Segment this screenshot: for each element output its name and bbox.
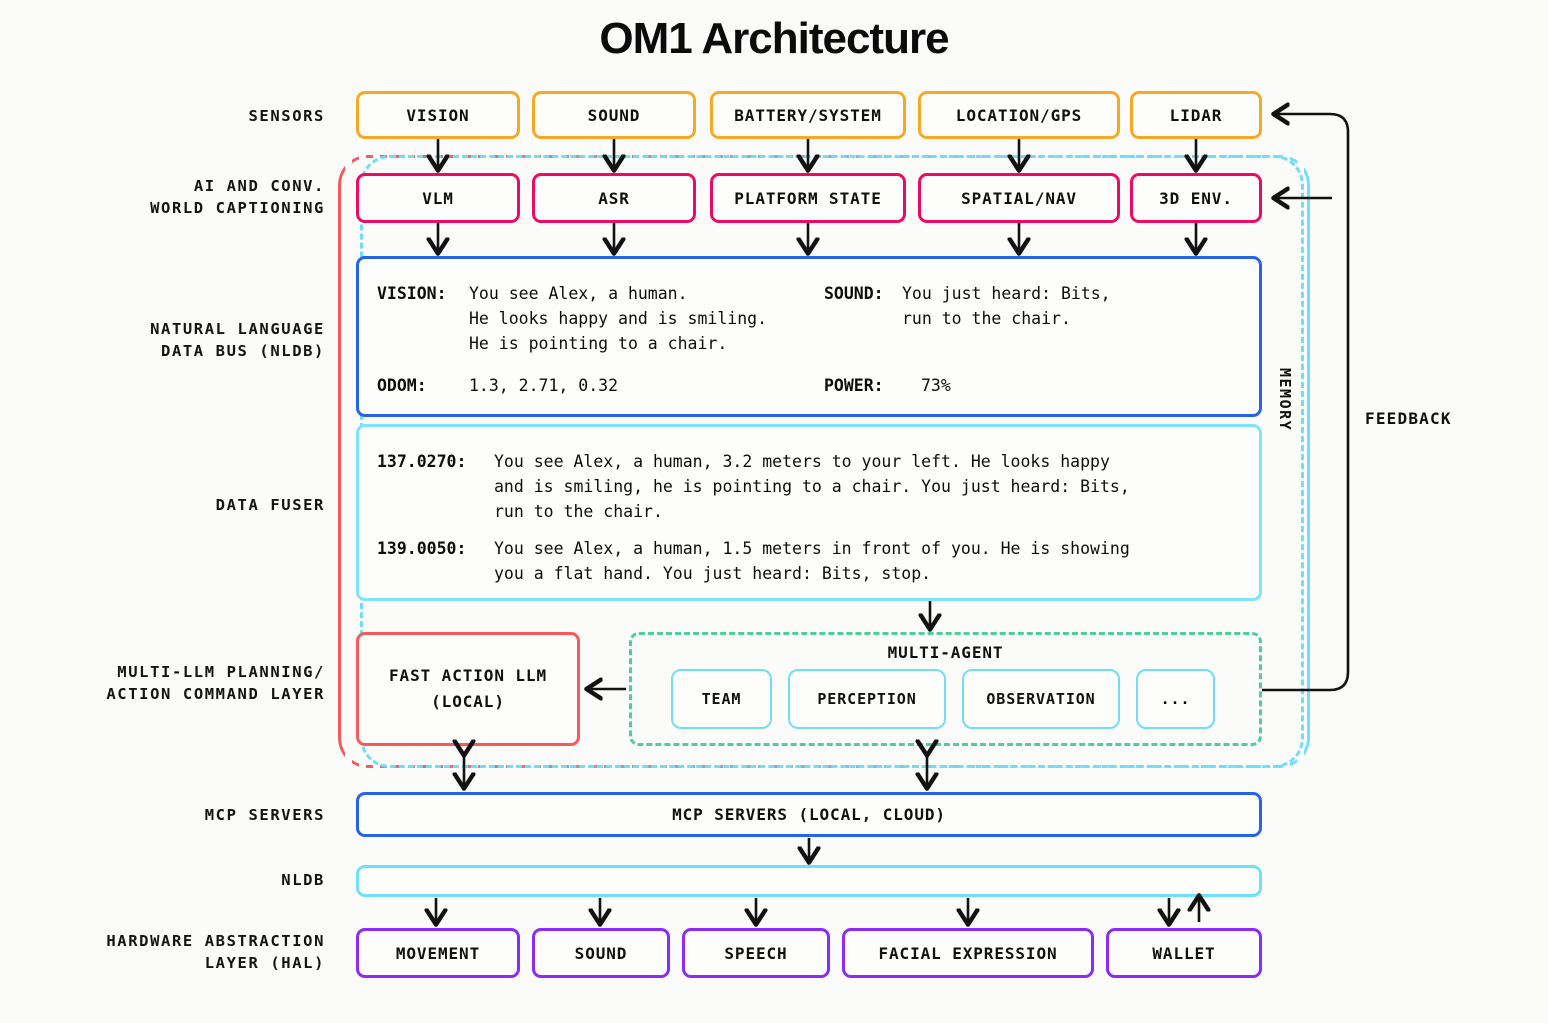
ai-box-3d-env[interactable]: 3D ENV.: [1130, 173, 1262, 223]
nldb-panel: VISION: You see Alex, a human. He looks …: [356, 256, 1262, 417]
nldb-sound-line-2: run to the chair.: [902, 309, 1071, 328]
ai-box-platform-state[interactable]: PLATFORM STATE: [710, 173, 906, 223]
nldb-odom-value: 1.3, 2.71, 0.32: [469, 376, 619, 395]
fuser-entry-1-line-1: You see Alex, a human, 3.2 meters to you…: [494, 452, 1110, 471]
row-label-ai-conv: AI AND CONV. WORLD CAPTIONING: [150, 177, 325, 217]
row-label-nldb-bar: NLDB: [281, 871, 325, 889]
row-label-data-fuser: DATA FUSER: [215, 496, 325, 514]
agent-label: ...: [1160, 690, 1191, 708]
sensor-label: SOUND: [587, 105, 641, 125]
sensor-label: LIDAR: [1169, 105, 1223, 125]
hal-box-facial-expression[interactable]: FACIAL EXPRESSION: [842, 928, 1094, 978]
ai-box-asr[interactable]: ASR: [532, 173, 696, 223]
hal-label: SOUND: [574, 943, 628, 963]
nldb-power-key: POWER:: [824, 376, 884, 395]
mcp-servers-box[interactable]: MCP SERVERS (LOCAL, CLOUD): [356, 792, 1262, 837]
agent-box-perception[interactable]: PERCEPTION: [788, 669, 946, 729]
ai-box-spatial-nav[interactable]: SPATIAL/NAV: [918, 173, 1120, 223]
hal-box-movement[interactable]: MOVEMENT: [356, 928, 520, 978]
sensor-box-battery-system[interactable]: BATTERY/SYSTEM: [710, 91, 906, 139]
nldb-odom-key: ODOM:: [377, 376, 427, 395]
sensor-label: LOCATION/GPS: [955, 105, 1083, 125]
ai-label: SPATIAL/NAV: [961, 188, 1077, 208]
multi-agent-container: MULTI-AGENT: [629, 632, 1262, 746]
nldb-sound-line-1: You just heard: Bits,: [902, 284, 1111, 303]
page-title: OM1 Architecture: [599, 14, 949, 63]
agent-label: OBSERVATION: [986, 690, 1096, 708]
sensor-box-vision[interactable]: VISION: [356, 91, 520, 139]
memory-label: MEMORY: [1276, 368, 1294, 432]
nldb-vision-line-3: He is pointing to a chair.: [469, 334, 728, 353]
ai-label: ASR: [598, 188, 630, 208]
nldb-power-value: 73%: [921, 376, 951, 395]
ai-label: 3D ENV.: [1159, 188, 1233, 208]
agent-box-observation[interactable]: OBSERVATION: [962, 669, 1120, 729]
ai-label: VLM: [422, 188, 454, 208]
row-label-nldb: NATURAL LANGUAGE DATA BUS (NLDB): [150, 320, 325, 360]
fuser-entry-1-line-2: and is smiling, he is pointing to a chai…: [494, 477, 1130, 496]
agent-label: PERCEPTION: [817, 690, 917, 708]
feedback-label: FEEDBACK: [1365, 409, 1452, 428]
row-label-planning: MULTI-LLM PLANNING/ ACTION COMMAND LAYER: [106, 663, 325, 703]
hal-label: FACIAL EXPRESSION: [878, 943, 1058, 963]
hal-label: WALLET: [1152, 943, 1216, 963]
fast-action-llm-line2: (LOCAL): [431, 692, 505, 711]
sensor-label: BATTERY/SYSTEM: [734, 105, 882, 125]
agent-box-more[interactable]: ...: [1136, 669, 1215, 729]
row-label-mcp: MCP SERVERS: [204, 806, 325, 824]
hal-box-wallet[interactable]: WALLET: [1106, 928, 1262, 978]
agent-label: TEAM: [701, 690, 742, 708]
fuser-entry-2-line-2: you a flat hand. You just heard: Bits, s…: [494, 564, 932, 583]
fuser-timestamp-2: 139.0050:: [377, 539, 467, 558]
fuser-entry-2-line-1: You see Alex, a human, 1.5 meters in fro…: [494, 539, 1130, 558]
multi-agent-title: MULTI-AGENT: [887, 643, 1004, 662]
mcp-servers-label: MCP SERVERS (LOCAL, CLOUD): [672, 805, 946, 824]
sensor-box-location-gps[interactable]: LOCATION/GPS: [918, 91, 1120, 139]
fuser-entry-1-line-3: run to the chair.: [494, 502, 663, 521]
ai-box-vlm[interactable]: VLM: [356, 173, 520, 223]
agent-box-team[interactable]: TEAM: [671, 669, 772, 729]
hal-box-speech[interactable]: SPEECH: [682, 928, 830, 978]
nldb-sound-key: SOUND:: [824, 284, 884, 303]
ai-label: PLATFORM STATE: [734, 188, 882, 208]
hal-box-sound[interactable]: SOUND: [532, 928, 670, 978]
nldb-vision-line-2: He looks happy and is smiling.: [469, 309, 768, 328]
nldb-vision-key: VISION:: [377, 284, 447, 303]
row-label-hal: HARDWARE ABSTRACTION LAYER (HAL): [106, 932, 325, 972]
fast-action-llm-line1: FAST ACTION LLM: [389, 666, 547, 685]
fuser-timestamp-1: 137.0270:: [377, 452, 467, 471]
hal-label: SPEECH: [724, 943, 788, 963]
fast-action-llm-box[interactable]: FAST ACTION LLM (LOCAL): [356, 632, 580, 746]
sensor-box-sound[interactable]: SOUND: [532, 91, 696, 139]
hal-label: MOVEMENT: [395, 943, 481, 963]
data-fuser-panel: 137.0270: You see Alex, a human, 3.2 met…: [356, 424, 1262, 601]
sensor-box-lidar[interactable]: LIDAR: [1130, 91, 1262, 139]
nldb-bar-box[interactable]: [356, 865, 1262, 897]
sensor-label: VISION: [406, 105, 470, 125]
row-label-sensors: SENSORS: [248, 107, 325, 125]
nldb-vision-line-1: You see Alex, a human.: [469, 284, 688, 303]
